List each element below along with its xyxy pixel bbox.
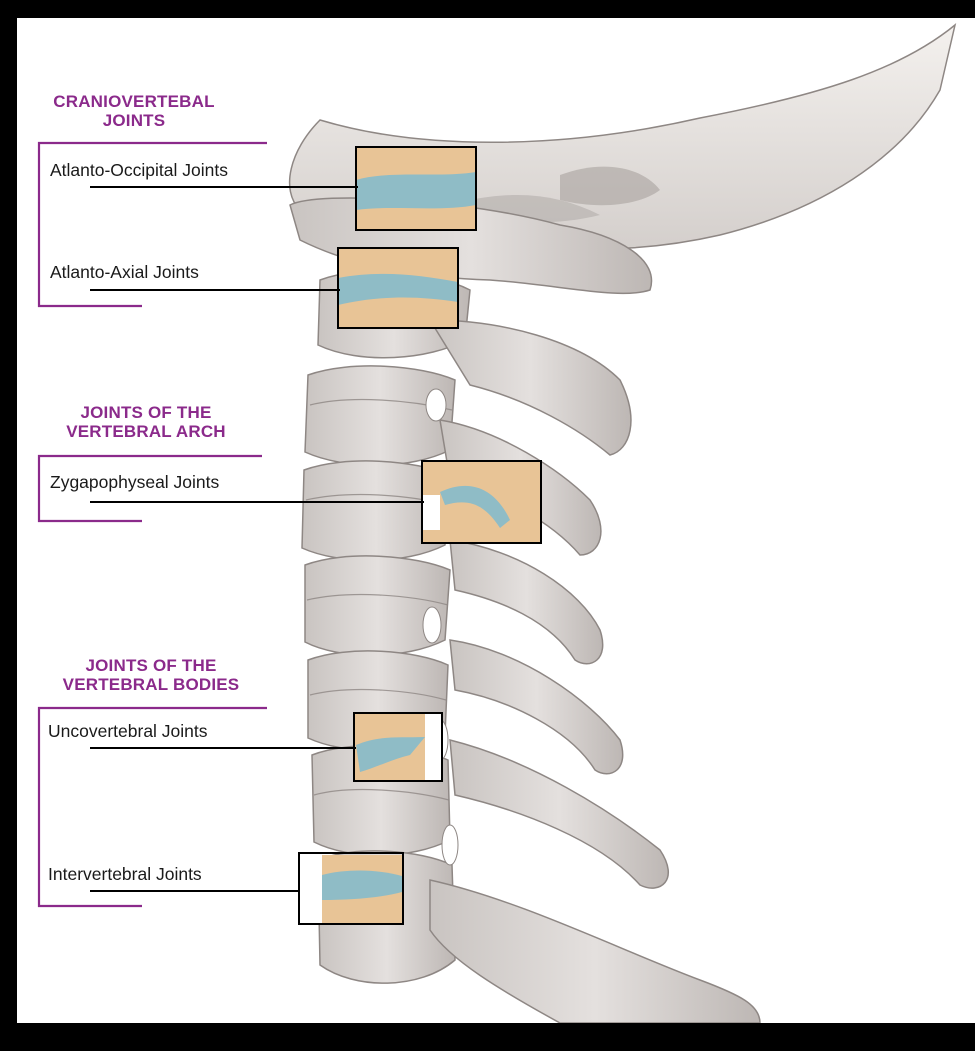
label-zygapophyseal: Zygapophyseal Joints [50,472,219,492]
vertebral-arch-heading: JOINTS OF THE VERTEBRAL ARCH [46,403,246,441]
c6-spinous [450,740,668,888]
label-atlanto-axial: Atlanto-Axial Joints [50,262,199,282]
heading-line: JOINTS OF THE [45,656,257,675]
heading-line: VERTEBRAL ARCH [46,422,246,441]
heading-line: JOINTS OF THE [46,403,246,422]
craniovertebral-heading: CRANIOVERTEBAL JOINTS [46,92,222,130]
t1-spinous [430,880,760,1023]
vertebral-bodies-heading: JOINTS OF THE VERTEBRAL BODIES [45,656,257,694]
heading-line: CRANIOVERTEBAL [46,92,222,111]
label-uncovertebral: Uncovertebral Joints [48,721,208,741]
diagram-canvas: CRANIOVERTEBAL JOINTS Atlanto-Occipital … [17,18,975,1023]
label-atlanto-occipital: Atlanto-Occipital Joints [50,160,228,180]
heading-line: JOINTS [46,111,222,130]
label-intervertebral: Intervertebral Joints [48,864,202,884]
heading-line: VERTEBRAL BODIES [45,675,257,694]
